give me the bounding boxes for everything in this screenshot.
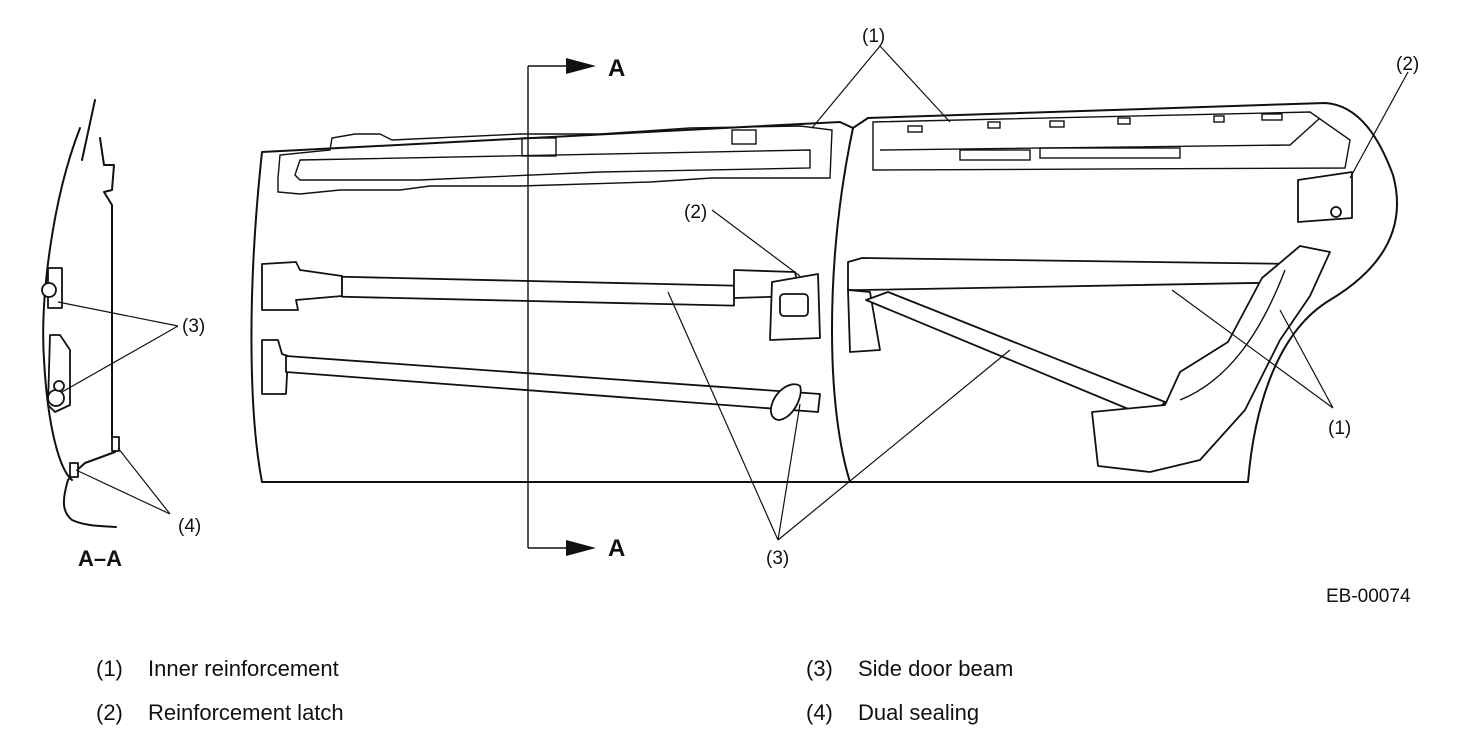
section-line: [527, 58, 596, 556]
front-upper-beam: [261, 261, 801, 311]
section-a-a-view: [41, 99, 120, 528]
legend-label: Reinforcement latch: [148, 700, 344, 725]
section-label-a-bottom: A: [608, 535, 625, 562]
legend: (1) Inner reinforcement (2) Reinforcement …: [0, 640, 1472, 740]
section-arrow-bottom: [566, 540, 596, 556]
legend-item: (3) Side door beam: [806, 656, 1013, 682]
section-arrow-top: [566, 58, 596, 74]
legend-item: (2) Reinforcement latch: [96, 700, 344, 726]
figure-code: EB-00074: [1326, 586, 1411, 607]
section-view-title: A–A: [78, 546, 122, 571]
front-latch-reinforcement: [769, 273, 821, 341]
legend-label: Side door beam: [858, 656, 1014, 681]
callout-2-front: (2): [684, 202, 707, 223]
rear-inner-reinforcement: [1091, 245, 1331, 473]
callout-1-top: (1): [862, 26, 885, 47]
door-structure-diagram: A A A–A EB-00074 (1) (2) (2) (1) (3) (4)…: [41, 26, 1419, 607]
callout-3-section: (3): [182, 316, 205, 337]
legend-number: (3): [806, 656, 833, 681]
rear-upper-beam: [847, 257, 1309, 353]
legend-number: (2): [96, 700, 123, 725]
callout-1-rear: (1): [1328, 418, 1351, 439]
door-outline: [250, 102, 1398, 483]
section-label-a-top: A: [608, 55, 625, 82]
legend-item: (4) Dual sealing: [806, 700, 979, 726]
callout-4-section: (4): [178, 516, 201, 537]
callout-2-rear: (2): [1396, 54, 1419, 75]
front-lower-beam: [261, 339, 821, 421]
legend-number: (4): [806, 700, 833, 725]
legend-item: (1) Inner reinforcement: [96, 656, 339, 682]
legend-number: (1): [96, 656, 123, 681]
rear-diagonal-beam: [865, 291, 1166, 419]
legend-label: Dual sealing: [858, 700, 980, 725]
legend-label: Inner reinforcement: [148, 656, 339, 681]
callout-leaders: [57, 45, 1409, 541]
rear-latch-reinforcement: [1297, 171, 1353, 223]
callout-3-door: (3): [766, 548, 789, 569]
